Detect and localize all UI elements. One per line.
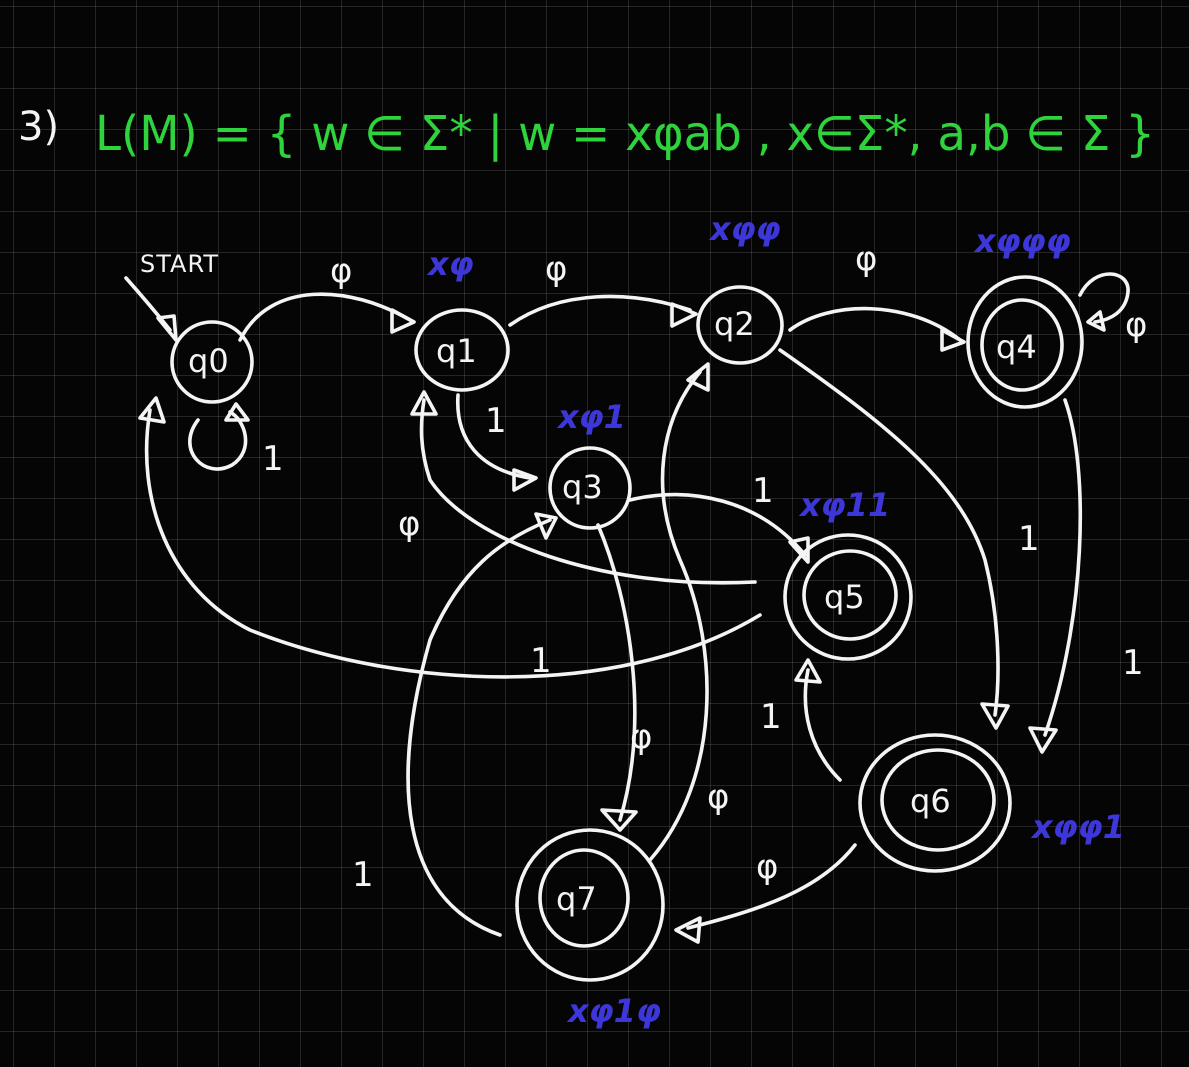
edge-arrowhead [534, 512, 558, 540]
state-name: q6 [910, 782, 951, 820]
edge-q1-q2 [508, 294, 692, 327]
edge-q6-q7 [686, 843, 857, 930]
state-name: q1 [436, 332, 477, 370]
state-q0: q0 [170, 320, 254, 404]
state-annotation-q3: xφ1 [556, 398, 626, 436]
edge-arrowhead [138, 396, 166, 424]
edge-q0-q1 [238, 292, 412, 342]
state-annotations: xφ xφφ xφ1 xφφφ xφ11 xφφ1 xφ1φ [426, 210, 1125, 1030]
edge-arrowhead [1028, 726, 1058, 754]
transition-label: φ [855, 239, 877, 279]
transition-label: φ [330, 251, 352, 291]
state-name: q3 [562, 468, 603, 506]
edge-q5-q1 [419, 398, 757, 585]
edge-q3-q7 [596, 523, 637, 822]
state-inner-circle [802, 549, 898, 641]
transition-label: φ [630, 717, 652, 757]
state-annotation-q4: xφφφ [973, 222, 1071, 260]
state-circle [414, 308, 510, 392]
transition-label: 1 [485, 401, 507, 441]
state-outer-circle [515, 828, 665, 982]
edge-q4-q6 [1043, 398, 1083, 737]
edge-arrowhead [686, 362, 710, 392]
state-q4: q4 [966, 275, 1084, 409]
state-annotation-q5: xφ11 [798, 486, 890, 524]
edge-q2-q4 [788, 306, 962, 342]
state-name: q5 [824, 578, 865, 616]
transition-label: φ [1125, 305, 1147, 345]
transition-label: φ [707, 777, 729, 817]
state-q2: q2 [696, 285, 784, 365]
state-name: q0 [188, 342, 229, 380]
edge-q6-q5 [803, 668, 842, 782]
transition-label: 1 [760, 697, 782, 737]
edge-arrowhead [980, 702, 1010, 730]
problem-number: 3) [18, 104, 59, 150]
edge-q0-self-loop [188, 410, 248, 471]
state-circle [696, 285, 784, 365]
edge-arrowhead [794, 658, 822, 684]
edge-arrowhead [390, 308, 416, 334]
transition-label: 1 [752, 471, 774, 511]
edge-arrowhead [410, 390, 438, 416]
transition-label: φ [756, 847, 778, 887]
edge-q2-q6 [778, 348, 1000, 717]
state-outer-circle [783, 533, 913, 661]
transition-labels: φ 1 φ 1 φ 1 1 φ φ 1 φ 1 1 φ φ 1 [262, 239, 1147, 895]
edge-arrowhead [224, 402, 250, 422]
edge-arrowhead [674, 916, 702, 944]
states: q0 q1 q2 q3 q4 q5 [170, 275, 1084, 982]
state-name: q4 [996, 328, 1037, 366]
transition-label: 1 [262, 439, 284, 479]
state-inner-circle [880, 748, 996, 852]
state-name: q7 [556, 880, 597, 918]
edge-q3-q5 [628, 492, 807, 557]
edge-q4-self-loop [1078, 272, 1130, 324]
start-label: START [140, 250, 219, 278]
transition-label: 1 [1122, 643, 1144, 683]
state-circle [548, 446, 632, 530]
edge-arrowhead [1086, 310, 1106, 332]
state-annotation-q6: xφφ1 [1030, 808, 1125, 846]
language-definition: L(M) = { w ∈ Σ* | w = xφab , x∈Σ*, a,b ∈… [95, 106, 1155, 162]
start-arrowhead [156, 314, 178, 342]
transition-label: φ [545, 249, 567, 289]
state-outer-circle [858, 733, 1012, 873]
transition-label: 1 [1018, 519, 1040, 559]
state-q3: q3 [548, 446, 632, 530]
state-q6: q6 [858, 733, 1012, 873]
edge-q5-q0 [144, 408, 762, 679]
transition-label: φ [398, 504, 420, 544]
state-q5: q5 [783, 533, 913, 661]
state-q7: q7 [515, 828, 665, 982]
state-q1: q1 [414, 308, 510, 392]
edge-q7-q3 [406, 518, 552, 937]
state-name: q2 [714, 305, 755, 343]
state-circle [170, 320, 254, 404]
edge-arrowhead [512, 468, 538, 492]
edge-arrowhead [600, 808, 638, 832]
edge-arrowhead [940, 328, 966, 352]
transition-label: 1 [530, 641, 552, 681]
state-annotation-q2: xφφ [708, 210, 781, 248]
edge-q7-q2 [648, 370, 709, 862]
edge-arrowhead [670, 302, 698, 328]
transition-label: 1 [352, 855, 374, 895]
state-inner-circle [538, 848, 630, 948]
state-outer-circle [966, 275, 1084, 409]
edges [138, 272, 1130, 944]
state-annotation-q1: xφ [426, 245, 474, 283]
state-inner-circle [980, 298, 1064, 392]
state-annotation-q7: xφ1φ [566, 992, 661, 1030]
